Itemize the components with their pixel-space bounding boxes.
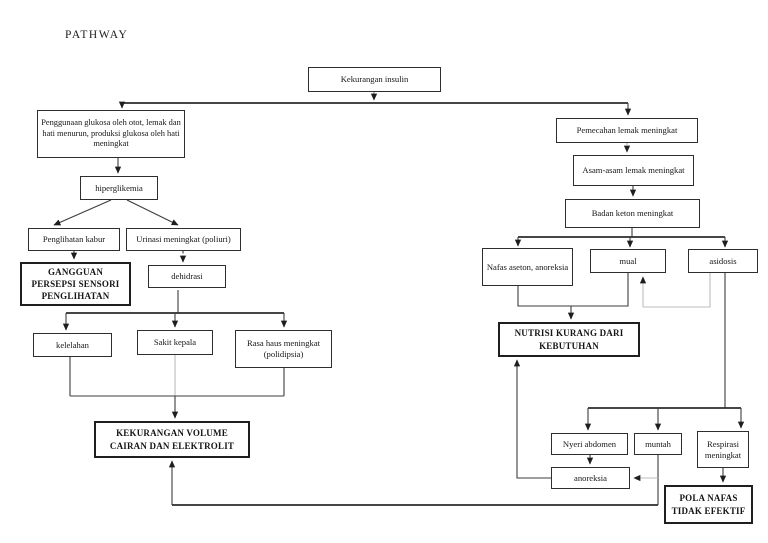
node-kekurangan-insulin: Kekurangan insulin <box>308 67 441 92</box>
node-asam-asam-lemak: Asam-asam lemak meningkat <box>573 155 694 186</box>
node-rasa-haus: Rasa haus meningkat (polidipsia) <box>235 330 332 368</box>
node-sakit-kepala: Sakit kepala <box>137 330 213 355</box>
page-title: PATHWAY <box>65 29 129 41</box>
node-nutrisi-kurang: NUTRISI KURANG DARI KEBUTUHAN <box>498 322 640 357</box>
node-dehidrasi: dehidrasi <box>148 265 226 288</box>
node-respirasi-meningkat: Respirasi meningkat <box>697 431 749 468</box>
node-kelelahan: kelelahan <box>33 333 112 357</box>
node-gangguan-persepsi-sensori: GANGGUAN PERSEPSI SENSORI PENGLIHATAN <box>20 262 131 306</box>
node-nafas-aseton: Nafas aseton, anoreksia <box>482 248 573 286</box>
node-badan-keton: Badan keton meningkat <box>565 199 700 228</box>
node-mual: mual <box>590 249 666 273</box>
node-kekurangan-volume-cairan: KEKURANGAN VOLUME CAIRAN DAN ELEKTROLIT <box>94 421 250 458</box>
node-nyeri-abdomen: Nyeri abdomen <box>551 433 628 455</box>
node-penglihatan-kabur: Penglihatan kabur <box>28 228 120 251</box>
node-pemecahan-lemak: Pemecahan lemak meningkat <box>556 118 698 143</box>
node-penggunaan-glukosa: Penggunaan glukosa oleh otot, lemak dan … <box>37 110 185 158</box>
node-urinasi-meningkat: Urinasi meningkat (poliuri) <box>126 228 241 251</box>
node-pola-nafas: POLA NAFAS TIDAK EFEKTIF <box>664 485 753 524</box>
node-asidosis: asidosis <box>688 249 758 273</box>
node-hiperglikemia: hiperglikemia <box>80 176 158 200</box>
node-anoreksia: anoreksia <box>551 467 630 489</box>
node-muntah: muntah <box>634 433 682 455</box>
